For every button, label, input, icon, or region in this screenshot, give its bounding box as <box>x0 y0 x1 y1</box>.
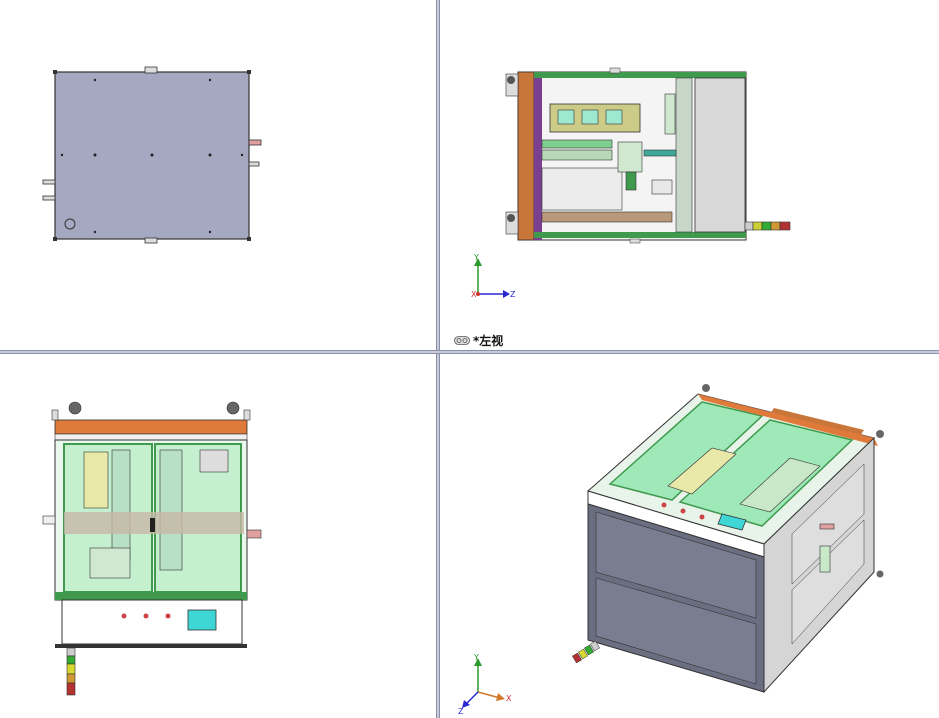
left-view-drawing: Y Z X <box>471 67 791 299</box>
horizontal-splitter[interactable] <box>0 350 939 354</box>
front-view-drawing <box>42 401 262 696</box>
signal-tower <box>744 221 754 231</box>
axis-triad: Y Z X <box>471 253 516 299</box>
triad-y-label: Y <box>473 253 479 262</box>
view-name-label[interactable]: *左视 <box>454 332 503 349</box>
button-icon <box>661 502 667 508</box>
axis-triad: Y X Z <box>458 653 512 716</box>
hmi-screen <box>187 609 217 631</box>
signal-tower <box>66 647 76 657</box>
hmi-screen <box>717 513 747 531</box>
viewport-left-view[interactable]: Y Z X *左视 <box>440 0 939 350</box>
x-axis-icon <box>477 691 501 699</box>
triad-y-label: Y <box>473 653 479 662</box>
drain-hole <box>64 218 76 230</box>
top-frame <box>54 419 248 435</box>
triad-x-label: X <box>506 694 512 703</box>
x-axis-icon <box>476 292 480 296</box>
viewport-front-view[interactable] <box>0 354 436 718</box>
orange-frame <box>517 71 535 241</box>
view-name-text: *左视 <box>473 334 504 348</box>
button-icon <box>699 514 705 520</box>
link-view-icon <box>454 336 470 345</box>
plate-bolts <box>60 78 244 234</box>
button-icon <box>165 613 171 619</box>
z-axis-icon <box>465 691 479 705</box>
glass-panel <box>608 401 764 501</box>
button-icon <box>121 613 127 619</box>
button-icon <box>143 613 149 619</box>
side-port <box>248 139 262 146</box>
viewport-top-view[interactable] <box>0 0 436 350</box>
viewport-isometric-view[interactable]: Y X Z <box>440 354 939 718</box>
top-view-drawing <box>42 66 262 244</box>
vertical-splitter[interactable] <box>436 0 440 718</box>
triad-z-label: Z <box>458 707 464 716</box>
triad-z-label: Z <box>510 290 516 299</box>
isometric-view-drawing: Y X Z <box>458 384 884 716</box>
triad-x-label: X <box>471 290 477 299</box>
side-panel <box>694 77 746 233</box>
button-icon <box>680 508 686 514</box>
signal-tower <box>572 640 600 664</box>
